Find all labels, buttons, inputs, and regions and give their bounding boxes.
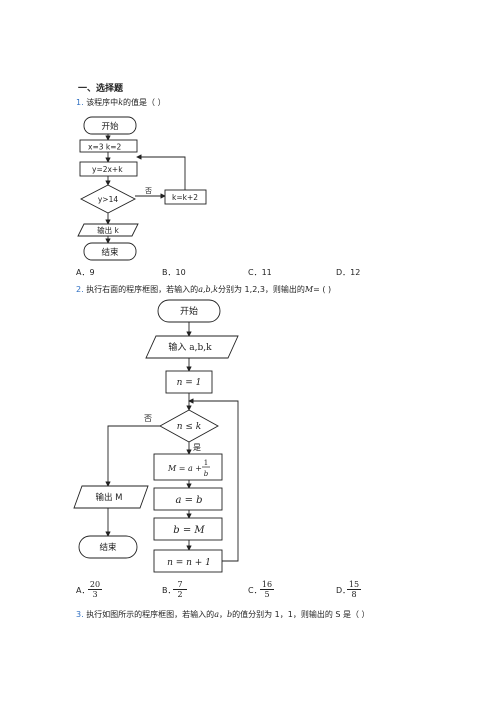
question-3-var-b: b — [226, 610, 233, 619]
flow1-start-label: 开始 — [101, 121, 119, 132]
question-2-vars: a,b,k — [198, 285, 219, 294]
question-3-number: 3. — [76, 610, 84, 619]
flow1-increment-label: k=k+2 — [172, 193, 198, 202]
question-3-sep: ， — [218, 610, 227, 619]
q1-option-b: B．10 — [162, 268, 186, 277]
q2-option-b-letter: B． — [162, 586, 176, 595]
question-1-number: 1. — [76, 98, 84, 107]
flow1-start-terminal — [83, 116, 137, 135]
flow1-assign-label: y=2x+k — [92, 165, 123, 174]
flow2-yes-label: 是 — [193, 443, 201, 452]
flow1-condition-label: y>14 — [98, 195, 118, 204]
flow2-b-assign-box — [153, 517, 223, 541]
flow2-no-label: 否 — [144, 414, 152, 423]
flow1-no-label: 否 — [145, 187, 152, 195]
question-2-m: M — [304, 285, 314, 294]
q2-option-a-letter: A． — [76, 586, 90, 595]
question-2-number: 2. — [76, 285, 84, 294]
flow2-b-assign-label: b = M — [173, 525, 205, 536]
question-1-stem: 1. 该程序中k的值是（ ） — [76, 98, 166, 108]
q2-option-d-num: 15 — [347, 580, 361, 590]
flow2-start-label: 开始 — [180, 305, 198, 317]
flow2-a-assign-label: a = b — [175, 495, 202, 506]
q2-option-a-den: 3 — [92, 590, 98, 599]
question-3-text-b: 的值分别为 1，1，则输出的 S 是（ ） — [232, 610, 370, 619]
flow2-m-assign-box — [153, 453, 223, 481]
q2-option-d-den: 8 — [351, 590, 357, 599]
flow2-end-label: 结束 — [99, 542, 117, 553]
flow1-output-box — [77, 223, 139, 237]
flow1-increment-box — [164, 189, 207, 205]
flow1-output-label: 输出 k — [97, 225, 119, 235]
q2-option-c-num: 16 — [260, 580, 274, 590]
flow1-end-label: 结束 — [101, 247, 119, 258]
flow2-condition-label: n ≤ k — [177, 422, 202, 432]
flow1-init-label: x=3 k=2 — [88, 143, 122, 152]
flow2-output-label: 输出 M — [95, 492, 122, 503]
flow2-m-frac-num: 1 — [204, 459, 208, 467]
flow2-end-terminal — [78, 535, 138, 559]
flow1-end-terminal — [83, 242, 137, 261]
flow2-a-assign-box — [153, 487, 223, 511]
q2-option-b-den: 2 — [177, 590, 183, 599]
question-2-text-c: = ( ) — [313, 285, 332, 294]
question-1-text-a: 该程序中 — [86, 98, 119, 107]
flow2-m-assign-label: M = a + — [167, 464, 202, 473]
flow2-input-label: 输入 a,b,k — [168, 341, 212, 353]
flow2-init-label: n = 1 — [177, 378, 202, 388]
q2-option-c-den: 5 — [264, 590, 270, 599]
q2-option-a-num: 20 — [88, 580, 102, 590]
q2-option-c-letter: C． — [248, 586, 262, 595]
q1-option-a: A．9 — [76, 268, 95, 277]
question-3-text-a: 执行如图所示的程序框图，若输入的 — [86, 610, 215, 619]
question-3-var-a: a — [214, 610, 219, 619]
question-2-text-a: 执行右面的程序框图，若输入的 — [86, 285, 199, 294]
q2-option-d-letter: D． — [336, 586, 351, 595]
q1-option-d: D．12 — [336, 268, 361, 277]
question-2-stem: 2. 执行右面的程序框图，若输入的a,b,k分别为 1,2,3，则输出的M= (… — [76, 285, 331, 295]
question-1-var: k — [118, 98, 124, 107]
q1-option-c: C．11 — [248, 268, 272, 277]
flow1-assign-box — [79, 161, 138, 177]
flow2-m-frac-den: b — [204, 470, 209, 478]
flow1-init-box — [79, 139, 138, 153]
flow2-input-box — [145, 335, 239, 359]
question-1-text-b: 的值是（ ） — [123, 98, 166, 107]
q2-option-b-num: 7 — [173, 580, 187, 590]
question-2-text-b: 分别为 1,2,3，则输出的 — [218, 285, 305, 294]
section-title: 一、选择题 — [78, 84, 124, 94]
flow2-output-box — [73, 485, 149, 509]
flow2-n-increment-label: n = n + 1 — [167, 558, 211, 568]
question-3-stem: 3. 执行如图所示的程序框图，若输入的a，b的值分别为 1，1，则输出的 S 是… — [76, 610, 370, 620]
